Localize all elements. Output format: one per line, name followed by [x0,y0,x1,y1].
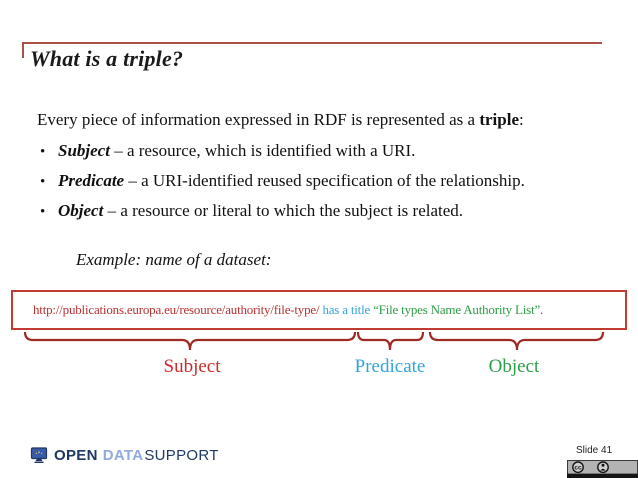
triple-terminator: . [540,302,544,317]
intro-paragraph: Every piece of information expressed in … [37,110,617,130]
logo-word-open: OPEN [54,447,98,464]
slide-number: Slide 41 [576,445,613,456]
logo-word-data: DATA [102,447,144,464]
predicate-label: Predicate [354,356,426,377]
triple-predicate-text: has a title [319,302,374,317]
example-caption: Example: name of a dataset: [76,250,272,269]
triple-object-literal: “File types Name Authority List” [373,302,541,317]
logo-word-support: SUPPORT [144,447,219,464]
intro-text: Every piece of information expressed in … [37,110,480,129]
bullet-marker: • [40,174,46,190]
subject-label: Subject [163,356,221,377]
bullet-marker: • [40,204,46,220]
intro-bold-term: triple [479,110,519,129]
bullet-text: – a URI-identified reused specification … [124,171,525,190]
bullet-marker: • [40,144,46,160]
bullet-text: – a resource, which is identified with a… [109,141,416,160]
bullet-term: Predicate [58,171,125,190]
cc-license-badge: cc [567,460,638,478]
bullet-text: – a resource or literal to which the sub… [103,201,464,220]
bullet-term: Subject [58,141,110,160]
triple-braces [23,331,605,351]
bullet-item-object: • Object – a resource or literal to which… [40,201,620,221]
by-person-icon [597,461,609,474]
object-label: Object [488,356,540,377]
triple-statement: http://publications.europa.eu/resource/a… [33,302,543,318]
bullet-term: Object [58,201,104,220]
predicate-brace [356,331,425,351]
open-data-support-logo: OPEN DATA SUPPORT [29,447,219,464]
bullet-item-predicate: • Predicate – a URI-identified reused spe… [40,171,620,191]
eu-monitor-icon [30,447,48,463]
slide-title: What is a triple? [30,46,184,71]
triple-subject-uri: http://publications.europa.eu/resource/a… [33,302,320,317]
cc-icon: cc [572,461,584,474]
intro-suffix: : [519,110,524,129]
bullet-item-subject: • Subject – a resource, which is identifi… [40,141,620,161]
subject-brace [23,331,357,351]
triple-statement-box: http://publications.europa.eu/resource/a… [11,290,627,330]
svg-text:cc: cc [574,464,582,471]
title-accent-line [22,42,602,58]
object-brace [428,331,605,351]
